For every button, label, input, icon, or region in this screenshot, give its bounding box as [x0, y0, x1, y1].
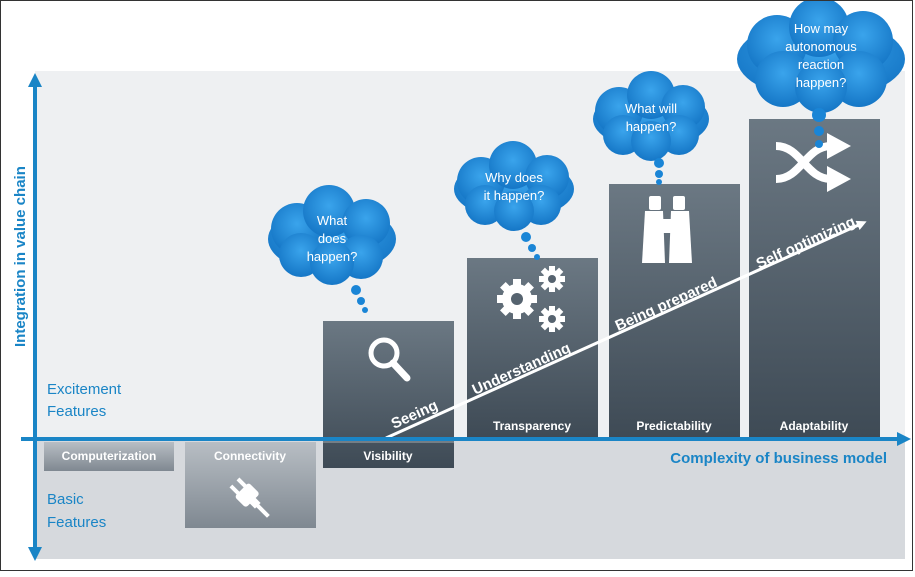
- stage-computerization: Computerization: [44, 442, 174, 471]
- thought-line: does: [318, 231, 347, 246]
- basic-label-line1: Basic: [47, 491, 84, 508]
- stage-label: Predictability: [636, 419, 712, 433]
- stage-label: Adaptability: [780, 419, 849, 433]
- thought-line: How may: [794, 21, 849, 36]
- thought-cloud-visibility: What does happen?: [268, 185, 396, 313]
- stage-transparency: Transparency: [467, 258, 598, 439]
- y-axis: [28, 73, 42, 561]
- thought-line: happen?: [796, 75, 847, 90]
- y-axis-label: Integration in value chain: [12, 166, 29, 347]
- progression-arrow: [385, 220, 867, 440]
- x-axis-label: Complexity of business model: [670, 450, 887, 467]
- thought-line: happen?: [307, 249, 358, 264]
- plug-icon: [229, 477, 270, 518]
- thought-line: reaction: [798, 57, 844, 72]
- magnifier-icon: [368, 337, 411, 382]
- stage-connectivity: Connectivity: [185, 442, 316, 528]
- stage-label: Transparency: [493, 419, 571, 433]
- excitement-label-line1: Excitement: [47, 381, 122, 398]
- stage-label: Visibility: [363, 449, 412, 463]
- thought-cloud-transparency: Why does it happen?: [454, 141, 574, 260]
- basic-label-line2: Features: [47, 514, 106, 531]
- binoculars-icon: [642, 196, 692, 263]
- stage-visibility: Visibility: [323, 321, 454, 468]
- gears-icon: [497, 266, 565, 332]
- thought-cloud-adaptability: How may autonomous reaction happen?: [737, 0, 905, 148]
- shuffle-icon: [775, 133, 851, 192]
- thought-line: it happen?: [484, 188, 545, 203]
- thought-line: happen?: [626, 119, 677, 134]
- basic-zone: [35, 439, 905, 559]
- thought-line: What will: [625, 101, 677, 116]
- stage-label: Connectivity: [214, 449, 286, 463]
- stage-predictability: Predictability: [609, 184, 740, 439]
- thought-line: What: [317, 213, 348, 228]
- thought-line: Why does: [485, 170, 543, 185]
- thought-cloud-predictability: What will happen?: [593, 71, 709, 185]
- stage-label: Computerization: [62, 449, 157, 463]
- excitement-label-line2: Features: [47, 403, 106, 420]
- thought-line: autonomous: [785, 39, 857, 54]
- stage-adaptability: Adaptability: [749, 119, 880, 439]
- x-axis: [21, 432, 911, 446]
